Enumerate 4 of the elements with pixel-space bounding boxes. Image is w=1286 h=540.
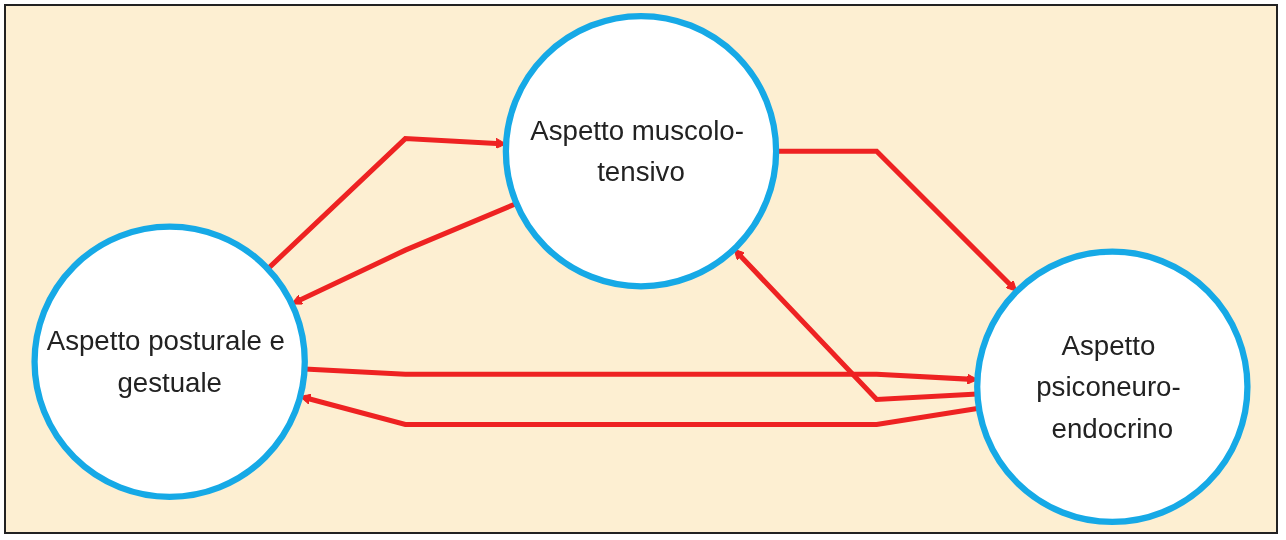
arrow (776, 148, 1018, 292)
node-circle: Aspetto posturale e gestuale (31, 223, 308, 500)
node-circle: Aspetto psiconeuro- endocrino (974, 248, 1251, 526)
node-circle: Aspetto muscolo- tensivo (502, 12, 780, 290)
